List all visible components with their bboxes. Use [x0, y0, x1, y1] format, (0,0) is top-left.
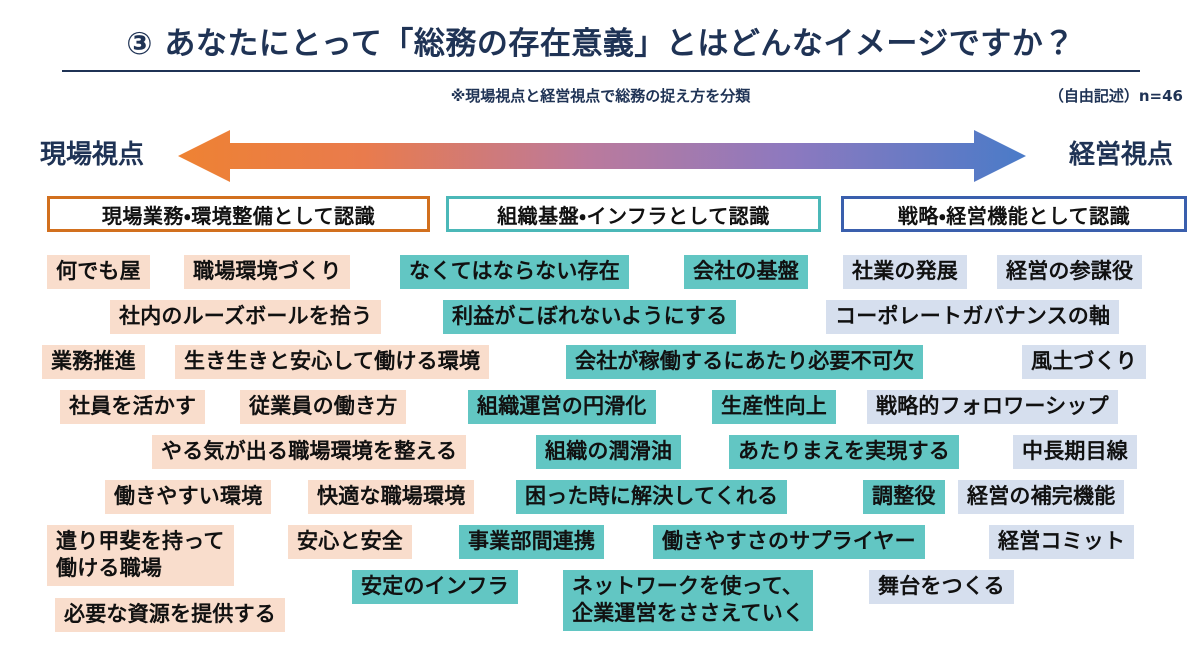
slide-subtitle: ※現場視点と経営視点で総務の捉え方を分類 [450, 87, 751, 105]
answer-tag: 経営の参謀役 [997, 255, 1143, 289]
perspective-axis: 現場視点 経営視点 [0, 128, 1201, 184]
answer-tag: 業務推進 [42, 345, 145, 379]
answer-tag: 必要な資源を提供する [55, 598, 285, 632]
answer-tag: 組織の潤滑油 [536, 435, 682, 469]
answer-tag: なくてはならない存在 [400, 255, 629, 289]
answer-tag: 会社の基盤 [684, 255, 808, 289]
answer-tag: コーポレートガバナンスの軸 [826, 300, 1120, 334]
answer-tag: 調整役 [863, 480, 945, 514]
answer-tag: 利益がこぼれないようにする [443, 300, 737, 334]
answer-tag: 生き生きと安心して働ける環境 [175, 345, 490, 379]
answer-tag: 生産性向上 [712, 390, 836, 424]
answer-tag: 組織運営の円滑化 [468, 390, 656, 424]
answer-tag: あたりまえを実現する [729, 435, 959, 469]
answer-tag: 職場環境づくり [184, 255, 351, 289]
category-box-infra[interactable]: 組織基盤・インフラとして認識 [446, 196, 821, 232]
category-header-row: 現場業務・環境整備として認識 組織基盤・インフラとして認識 戦略・経営機能として… [0, 196, 1201, 234]
answer-tag: 経営の補完機能 [958, 480, 1125, 514]
tag-cloud: 何でも屋職場環境づくり なくてはならない存在 会社の基盤 社業の発展経営の参謀役社内の… [0, 246, 1201, 652]
answer-tag: 安定のインフラ [352, 570, 518, 604]
answer-tag: やる気が出る職場環境を整える [152, 435, 467, 469]
answer-tag: 困った時に解決してくれる [516, 480, 788, 514]
answer-tag: 安心と安全 [288, 525, 412, 559]
axis-label-left: 現場視点 [40, 140, 145, 170]
answer-tag: 快適な職場環境 [308, 480, 475, 514]
answer-tag: 会社が稼働するにあたり必要不可欠 [566, 345, 924, 379]
answer-tag: 社内のルーズボールを拾う [110, 300, 382, 334]
category-box-field[interactable]: 現場業務・環境整備として認識 [47, 196, 430, 232]
sample-size-note: （自由記述）n=46 [1048, 87, 1183, 105]
answer-tag: 遣り甲斐を持って 働ける職場 [47, 525, 234, 586]
title-underline [62, 70, 1140, 72]
answer-tag: ネットワークを使って、 企業運営をささえていく [563, 570, 814, 631]
category-box-mgmt[interactable]: 戦略・経営機能として認識 [841, 196, 1187, 232]
answer-tag: 中長期目線 [1013, 435, 1137, 469]
answer-tag: 従業員の働き方 [240, 390, 407, 424]
slide-title: ③ あなたにとって「総務の存在意義」とはどんなイメージですか？ [126, 26, 1075, 62]
answer-tag: 戦略的フォロワーシップ [867, 390, 1118, 424]
double-headed-arrow-icon [178, 130, 1026, 182]
answer-tag: 経営コミット [989, 525, 1135, 559]
answer-tag: 働きやすい環境 [105, 480, 272, 514]
answer-tag: 社員を活かす [60, 390, 206, 424]
answer-tag: 風土づくり [1022, 345, 1146, 379]
answer-tag: 社業の発展 [843, 255, 967, 289]
answer-tag: 舞台をつくる [869, 570, 1014, 604]
axis-label-right: 経営視点 [1068, 140, 1173, 170]
answer-tag: 働きやすさのサプライヤー [653, 525, 925, 559]
answer-tag: 何でも屋 [47, 255, 150, 289]
answer-tag: 事業部間連携 [459, 525, 605, 559]
